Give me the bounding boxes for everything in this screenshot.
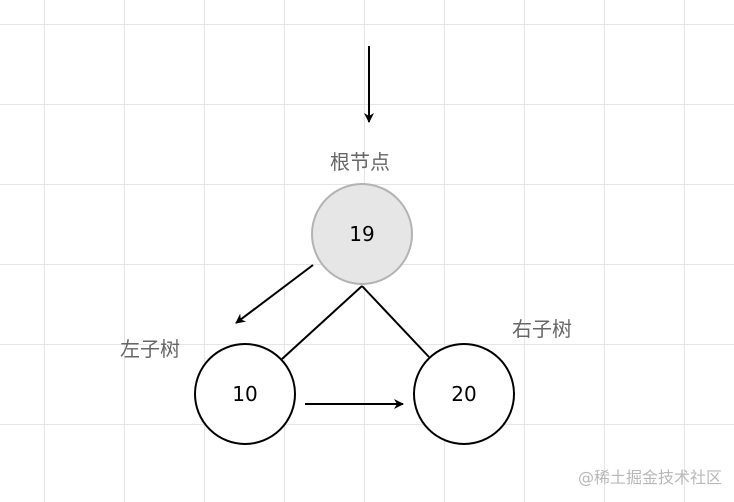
root-label: 根节点 (330, 150, 390, 174)
right-subtree-label: 右子树 (512, 317, 572, 341)
root-node-circle (311, 183, 413, 285)
left-node-circle (194, 343, 296, 445)
left-subtree-label: 左子树 (120, 337, 180, 361)
arrow-root-to-left-subtree (235, 264, 314, 324)
left-node-value: 10 (232, 382, 258, 406)
right-node-value: 20 (451, 382, 477, 406)
right-node-circle (413, 343, 515, 445)
watermark: @稀土掘金技术社区 (577, 468, 722, 487)
edge-root-right (361, 285, 430, 358)
edge-root-left (281, 285, 363, 360)
root-node-value: 19 (349, 222, 375, 246)
